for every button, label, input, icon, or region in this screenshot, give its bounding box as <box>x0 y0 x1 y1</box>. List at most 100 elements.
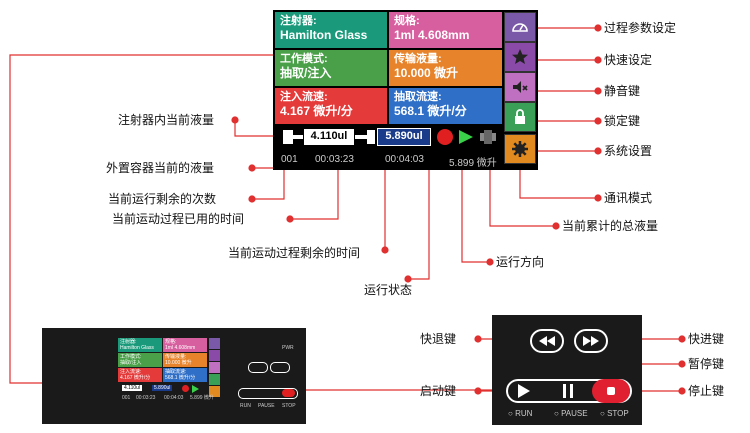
mini-infuse-value: 4.167 微升/分 <box>120 375 151 381</box>
withdraw-rate-tile[interactable]: 抽取流速: 568.1 微升/分 <box>389 88 502 124</box>
mini-spec-value: 1ml 4.608mm <box>165 345 196 351</box>
syringe-volume-display: 4.110ul <box>303 128 355 146</box>
annotation-lock-key: 锁定键 <box>604 114 641 128</box>
infuse-rate-label: 注入流速: <box>280 91 328 103</box>
annotation-time-remaining: 当前运动过程剩余的时间 <box>228 246 361 260</box>
mini-pump-panel: 注射器: Hamilton Glass 规格: 1ml 4.608mm 工作模式… <box>42 328 306 424</box>
mini-run-status-icon <box>182 385 189 392</box>
quick-settings-button[interactable] <box>504 42 536 72</box>
mini-transfer-label: 传输液量: <box>165 354 187 360</box>
fast-forward-button[interactable] <box>574 329 608 353</box>
mini-star-icon <box>209 350 220 361</box>
annotation-external-volume: 外置容器当前的液量 <box>106 161 215 175</box>
mini-mute-icon <box>209 362 220 373</box>
withdraw-rate-value: 568.1 微升/分 <box>394 104 467 118</box>
annotation-mute-key: 静音键 <box>604 84 641 98</box>
mini-transfer-value: 10.000 微升 <box>165 360 192 366</box>
syringe-left-rod <box>293 135 303 139</box>
mini-fast-forward-button <box>270 362 290 373</box>
spec-tile[interactable]: 规格: 1ml 4.608mm <box>389 12 502 48</box>
spec-value: 1ml 4.608mm <box>394 28 470 42</box>
star-icon <box>512 49 528 64</box>
mini-pause-label: PAUSE <box>258 403 275 409</box>
gauge-icon <box>512 23 528 32</box>
annotation-process-params: 过程参数设定 <box>604 21 677 35</box>
annotation-time-used: 当前运动过程已用的时间 <box>112 212 245 226</box>
annotation-cumulative-total: 当前累计的总液量 <box>562 219 659 233</box>
mini-work-mode-label: 工作模式: <box>120 354 142 360</box>
mini-time-used: 00:03:23 <box>136 395 156 401</box>
mini-work-mode-tile: 工作模式: 抽取/注入 <box>118 353 162 367</box>
process-params-button[interactable] <box>504 12 536 42</box>
stop-label: ○ STOP <box>600 409 629 418</box>
mini-withdraw-value: 568.1 微升/分 <box>165 375 196 381</box>
work-mode-value: 抽取/注入 <box>280 66 332 80</box>
transfer-volume-tile[interactable]: 传输液量: 10.000 微升 <box>389 50 502 86</box>
remaining-count: 001 <box>281 154 298 165</box>
run-label-text: RUN <box>515 409 533 418</box>
comm-mode-icon <box>480 130 496 144</box>
total-volume: 5.899 微升 <box>449 158 497 169</box>
mini-run-label: RUN <box>240 403 251 409</box>
mini-total-volume: 5.899 微升 <box>190 395 214 401</box>
pause-button[interactable] <box>562 384 574 398</box>
mini-infuse-label: 注入流速: <box>120 369 142 375</box>
lock-icon <box>515 109 525 124</box>
stop-label-text: STOP <box>607 409 629 418</box>
fast-back-button[interactable] <box>530 329 564 353</box>
annotation-syringe-volume: 注射器内当前液量 <box>118 113 215 127</box>
annotation-pause-key: 暂停键 <box>688 357 725 371</box>
mini-time-remaining: 00:04:03 <box>164 395 184 401</box>
syringe-value: Hamilton Glass <box>280 28 368 42</box>
syringe-center-plunger <box>367 130 375 144</box>
annotation-comm-mode: 通讯模式 <box>604 191 653 205</box>
run-status-icon <box>437 129 453 145</box>
annotation-remaining-count: 当前运行剩余的次数 <box>108 192 217 206</box>
annotation-run-direction: 运行方向 <box>496 255 545 269</box>
annotation-quick-settings: 快速设定 <box>604 53 653 67</box>
syringe-tile[interactable]: 注射器: Hamilton Glass <box>275 12 387 48</box>
mini-syringe-label: 注射器: <box>120 339 137 345</box>
mini-left-value: 4.110ul <box>122 385 143 391</box>
mini-infuse-tile: 注入流速: 4.167 微升/分 <box>118 368 162 382</box>
syringe-left-plunger <box>283 130 293 144</box>
pump-screen: 注射器: Hamilton Glass 规格: 1ml 4.608mm 工作模式… <box>273 10 538 170</box>
lock-button[interactable] <box>504 102 536 132</box>
time-used: 00:03:23 <box>315 154 354 165</box>
transfer-volume-label: 传输液量: <box>394 53 442 65</box>
mini-withdraw-label: 抽取流速: <box>165 369 187 375</box>
run-button[interactable] <box>518 384 530 398</box>
mini-withdraw-tile: 抽取流速: 568.1 微升/分 <box>163 368 207 382</box>
mini-gauge-icon <box>209 338 220 349</box>
work-mode-label: 工作模式: <box>280 53 328 65</box>
mini-transfer-tile: 传输液量: 10.000 微升 <box>163 353 207 367</box>
stop-icon <box>607 387 615 395</box>
annotation-system-settings: 系统设置 <box>604 144 653 158</box>
external-volume-display: 5.890ul <box>377 128 431 146</box>
mini-direction-icon <box>192 385 199 393</box>
mini-lock-icon <box>209 374 220 385</box>
time-remaining: 00:04:03 <box>385 154 424 165</box>
infuse-rate-value: 4.167 微升/分 <box>280 104 353 118</box>
pause-label-text: PAUSE <box>561 409 588 418</box>
transfer-volume-value: 10.000 微升 <box>394 66 459 80</box>
annotation-fast-forward: 快进键 <box>688 332 725 346</box>
annotation-fast-back: 快退键 <box>420 332 457 346</box>
syringe-label: 注射器: <box>280 15 317 27</box>
work-mode-tile[interactable]: 工作模式: 抽取/注入 <box>275 50 387 86</box>
system-settings-button[interactable] <box>504 134 536 164</box>
speaker-mute-icon <box>513 81 528 93</box>
rewind-icon <box>539 336 555 346</box>
mini-gear-icon <box>209 386 220 397</box>
infuse-rate-tile[interactable]: 注入流速: 4.167 微升/分 <box>275 88 387 124</box>
syringe-center-rod <box>355 135 367 139</box>
mini-run-pause-stop-bar <box>238 388 298 399</box>
mini-work-mode-value: 抽取/注入 <box>120 360 142 366</box>
mini-count: 001 <box>122 395 131 401</box>
mini-stop-label: STOP <box>282 403 296 409</box>
mute-button[interactable] <box>504 72 536 102</box>
mini-stop-button <box>282 389 295 397</box>
stop-button[interactable] <box>592 379 630 403</box>
annotation-run-status: 运行状态 <box>364 283 413 297</box>
